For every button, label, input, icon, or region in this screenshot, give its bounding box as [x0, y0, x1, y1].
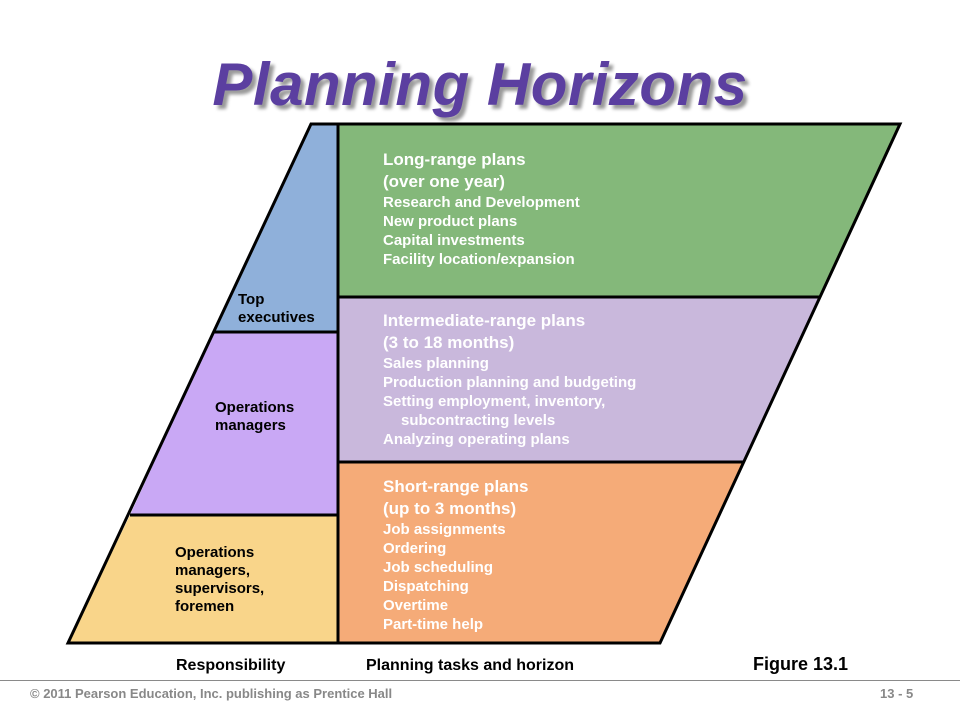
- list-item: Part-time help: [383, 616, 484, 633]
- planning-tasks-label: Planning tasks and horizon: [366, 657, 575, 674]
- page-title: Planning Horizons: [212, 51, 748, 118]
- figure-label: Figure 13.1: [753, 654, 849, 674]
- long-range-band: [338, 124, 900, 297]
- supervisors-label: Operations managers, supervisors, foreme…: [175, 544, 265, 615]
- parallelogram-outline: [65, 122, 903, 645]
- list-item: Ordering: [383, 540, 447, 557]
- footer-copyright: © 2011 Pearson Education, Inc. publishin…: [30, 686, 393, 701]
- long-range-text: Long-range plans (over one year) Researc…: [383, 149, 580, 269]
- list-item: Setting employment, inventory,: [383, 393, 606, 410]
- list-item: Job assignments: [383, 521, 506, 538]
- list-item: Facility location/expansion: [383, 251, 575, 268]
- operations-managers-label: Operations managers: [215, 399, 295, 434]
- intermediate-range-text: Intermediate-range plans (3 to 18 months…: [383, 310, 636, 449]
- footer-page-number: 13 - 5: [880, 686, 914, 701]
- list-item: Production planning and budgeting: [383, 374, 637, 391]
- list-item: subcontracting levels: [401, 412, 556, 429]
- list-item: Dispatching: [383, 578, 469, 595]
- list-item: Capital investments: [383, 232, 525, 249]
- intermediate-range-band: [338, 297, 820, 462]
- responsibility-label: Responsibility: [176, 657, 286, 674]
- short-range-heading: Short-range plans: [383, 477, 529, 496]
- list-item: Analyzing operating plans: [383, 431, 570, 448]
- short-range-text: Short-range plans (up to 3 months) Job a…: [383, 476, 528, 634]
- operations-managers-band: [130, 332, 338, 515]
- short-range-band: [338, 462, 744, 643]
- intermediate-range-period: (3 to 18 months): [383, 333, 515, 352]
- long-range-period: (over one year): [383, 172, 505, 191]
- list-item: New product plans: [383, 213, 518, 230]
- short-range-period: (up to 3 months): [383, 499, 517, 518]
- top-executives-band: [214, 124, 338, 332]
- footer-divider: [0, 680, 960, 681]
- list-item: Job scheduling: [383, 559, 494, 576]
- intermediate-range-heading: Intermediate-range plans: [383, 311, 586, 330]
- list-item: Sales planning: [383, 355, 489, 372]
- top-executives-label: Top executives: [238, 291, 315, 326]
- list-item: Overtime: [383, 597, 449, 614]
- list-item: Research and Development: [383, 194, 580, 211]
- supervisors-band: [68, 515, 338, 643]
- long-range-heading: Long-range plans: [383, 150, 526, 169]
